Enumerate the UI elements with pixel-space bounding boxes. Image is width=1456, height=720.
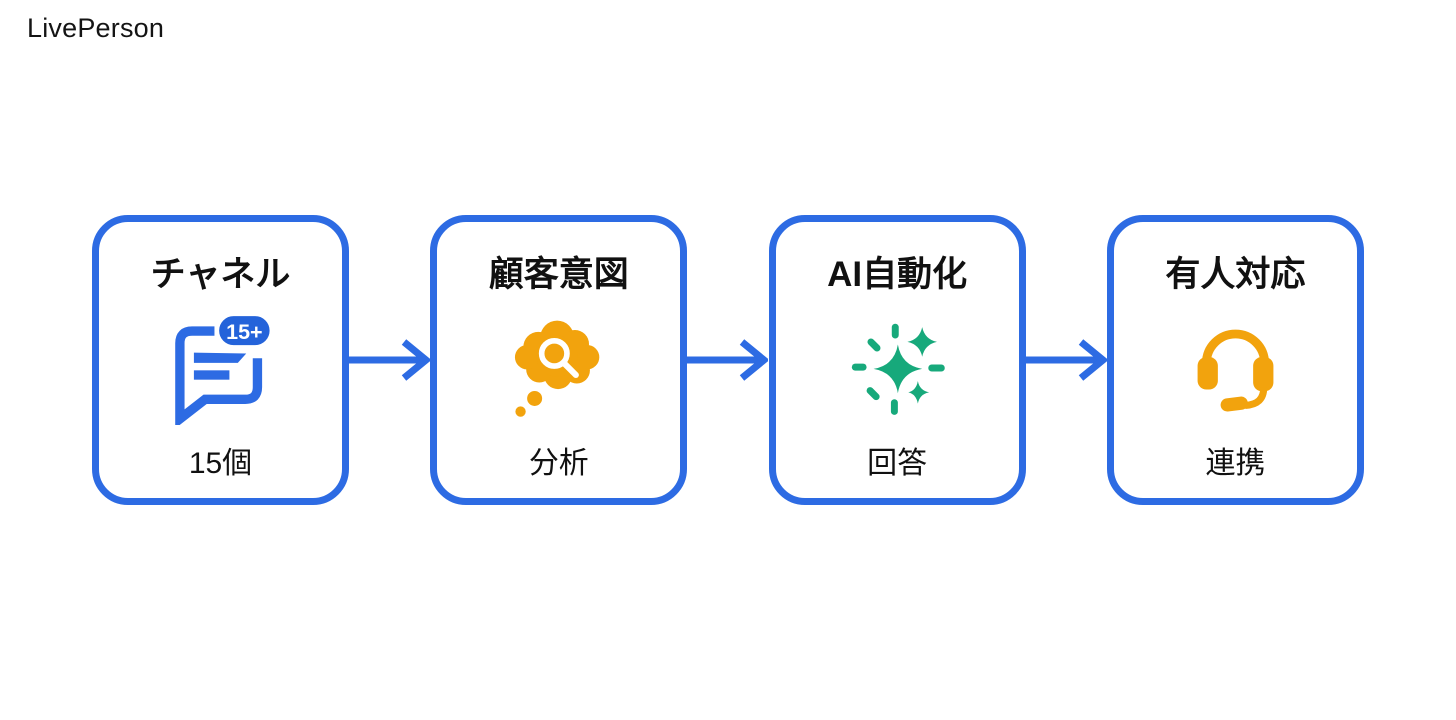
channel-count-badge: 15+ (226, 320, 262, 344)
liveperson-logo: LivePerson (27, 13, 165, 43)
process-flow-diagram: チャネル 15+ 15個 顧客意図 (92, 215, 1364, 505)
step-title: AI自動化 (827, 255, 968, 294)
step-title: 有人対応 (1165, 255, 1306, 294)
flow-step-ai-automation: AI自動化 (768, 215, 1026, 505)
flow-step-channels: チャネル 15+ 15個 (92, 215, 349, 505)
sparkles-icon (851, 323, 945, 415)
flow-arrow-icon (349, 339, 431, 381)
step-label: 回答 (867, 447, 928, 480)
flow-step-customer-intent: 顧客意図 (430, 215, 688, 505)
flow-step-human-support: 有人対応 連携 (1106, 215, 1364, 505)
step-label: 15個 (188, 447, 253, 480)
flow-arrow-icon (687, 339, 769, 381)
step-title: チャネル (150, 255, 291, 294)
step-title: 顧客意図 (488, 255, 629, 294)
chat-bubble-icon: 15+ (174, 311, 273, 425)
thought-search-icon (514, 320, 600, 417)
headset-icon (1197, 329, 1274, 412)
step-label: 連携 (1205, 447, 1266, 480)
flow-arrow-icon (1025, 339, 1107, 381)
step-label: 分析 (528, 447, 589, 480)
